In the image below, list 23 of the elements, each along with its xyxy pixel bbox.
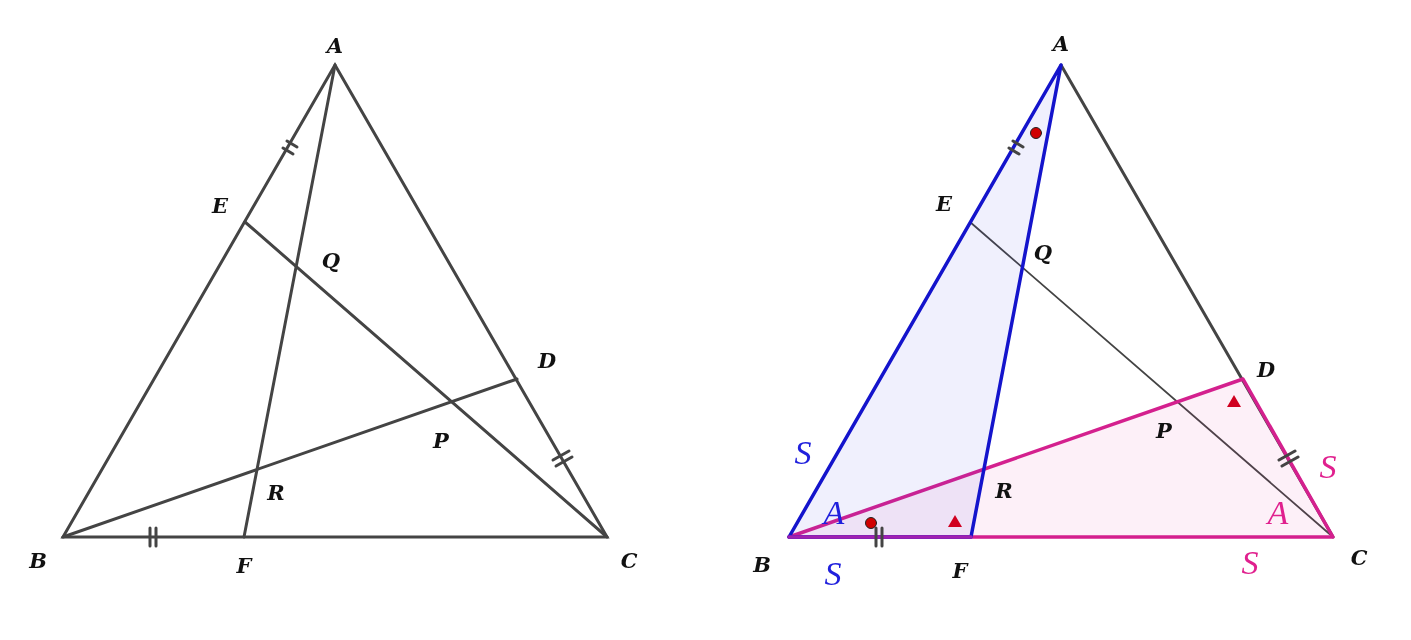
side-angle-label: S bbox=[1319, 450, 1337, 484]
point-label: B bbox=[29, 549, 47, 571]
point-label: C bbox=[620, 549, 638, 571]
point-label: F bbox=[236, 554, 252, 576]
point-label: A bbox=[1052, 32, 1070, 54]
point-label: A bbox=[326, 34, 344, 56]
side-angle-label: S bbox=[1241, 546, 1259, 580]
point-label: D bbox=[1256, 358, 1276, 380]
point-label: Q bbox=[321, 249, 341, 271]
point-label: F bbox=[952, 559, 968, 581]
point-label: B bbox=[753, 553, 771, 575]
point-label: Q bbox=[1033, 241, 1053, 263]
point-label: R bbox=[995, 479, 1013, 501]
point-label: D bbox=[537, 349, 557, 371]
point-label: E bbox=[936, 192, 952, 214]
point-label: R bbox=[267, 481, 285, 503]
side-angle-label: A bbox=[1267, 496, 1289, 530]
point-label: E bbox=[212, 194, 228, 216]
side-angle-label: S bbox=[824, 557, 842, 591]
side-angle-label: S bbox=[794, 436, 812, 470]
point-label: P bbox=[433, 429, 449, 451]
point-label: P bbox=[1156, 419, 1172, 441]
point-label: C bbox=[1350, 546, 1368, 568]
